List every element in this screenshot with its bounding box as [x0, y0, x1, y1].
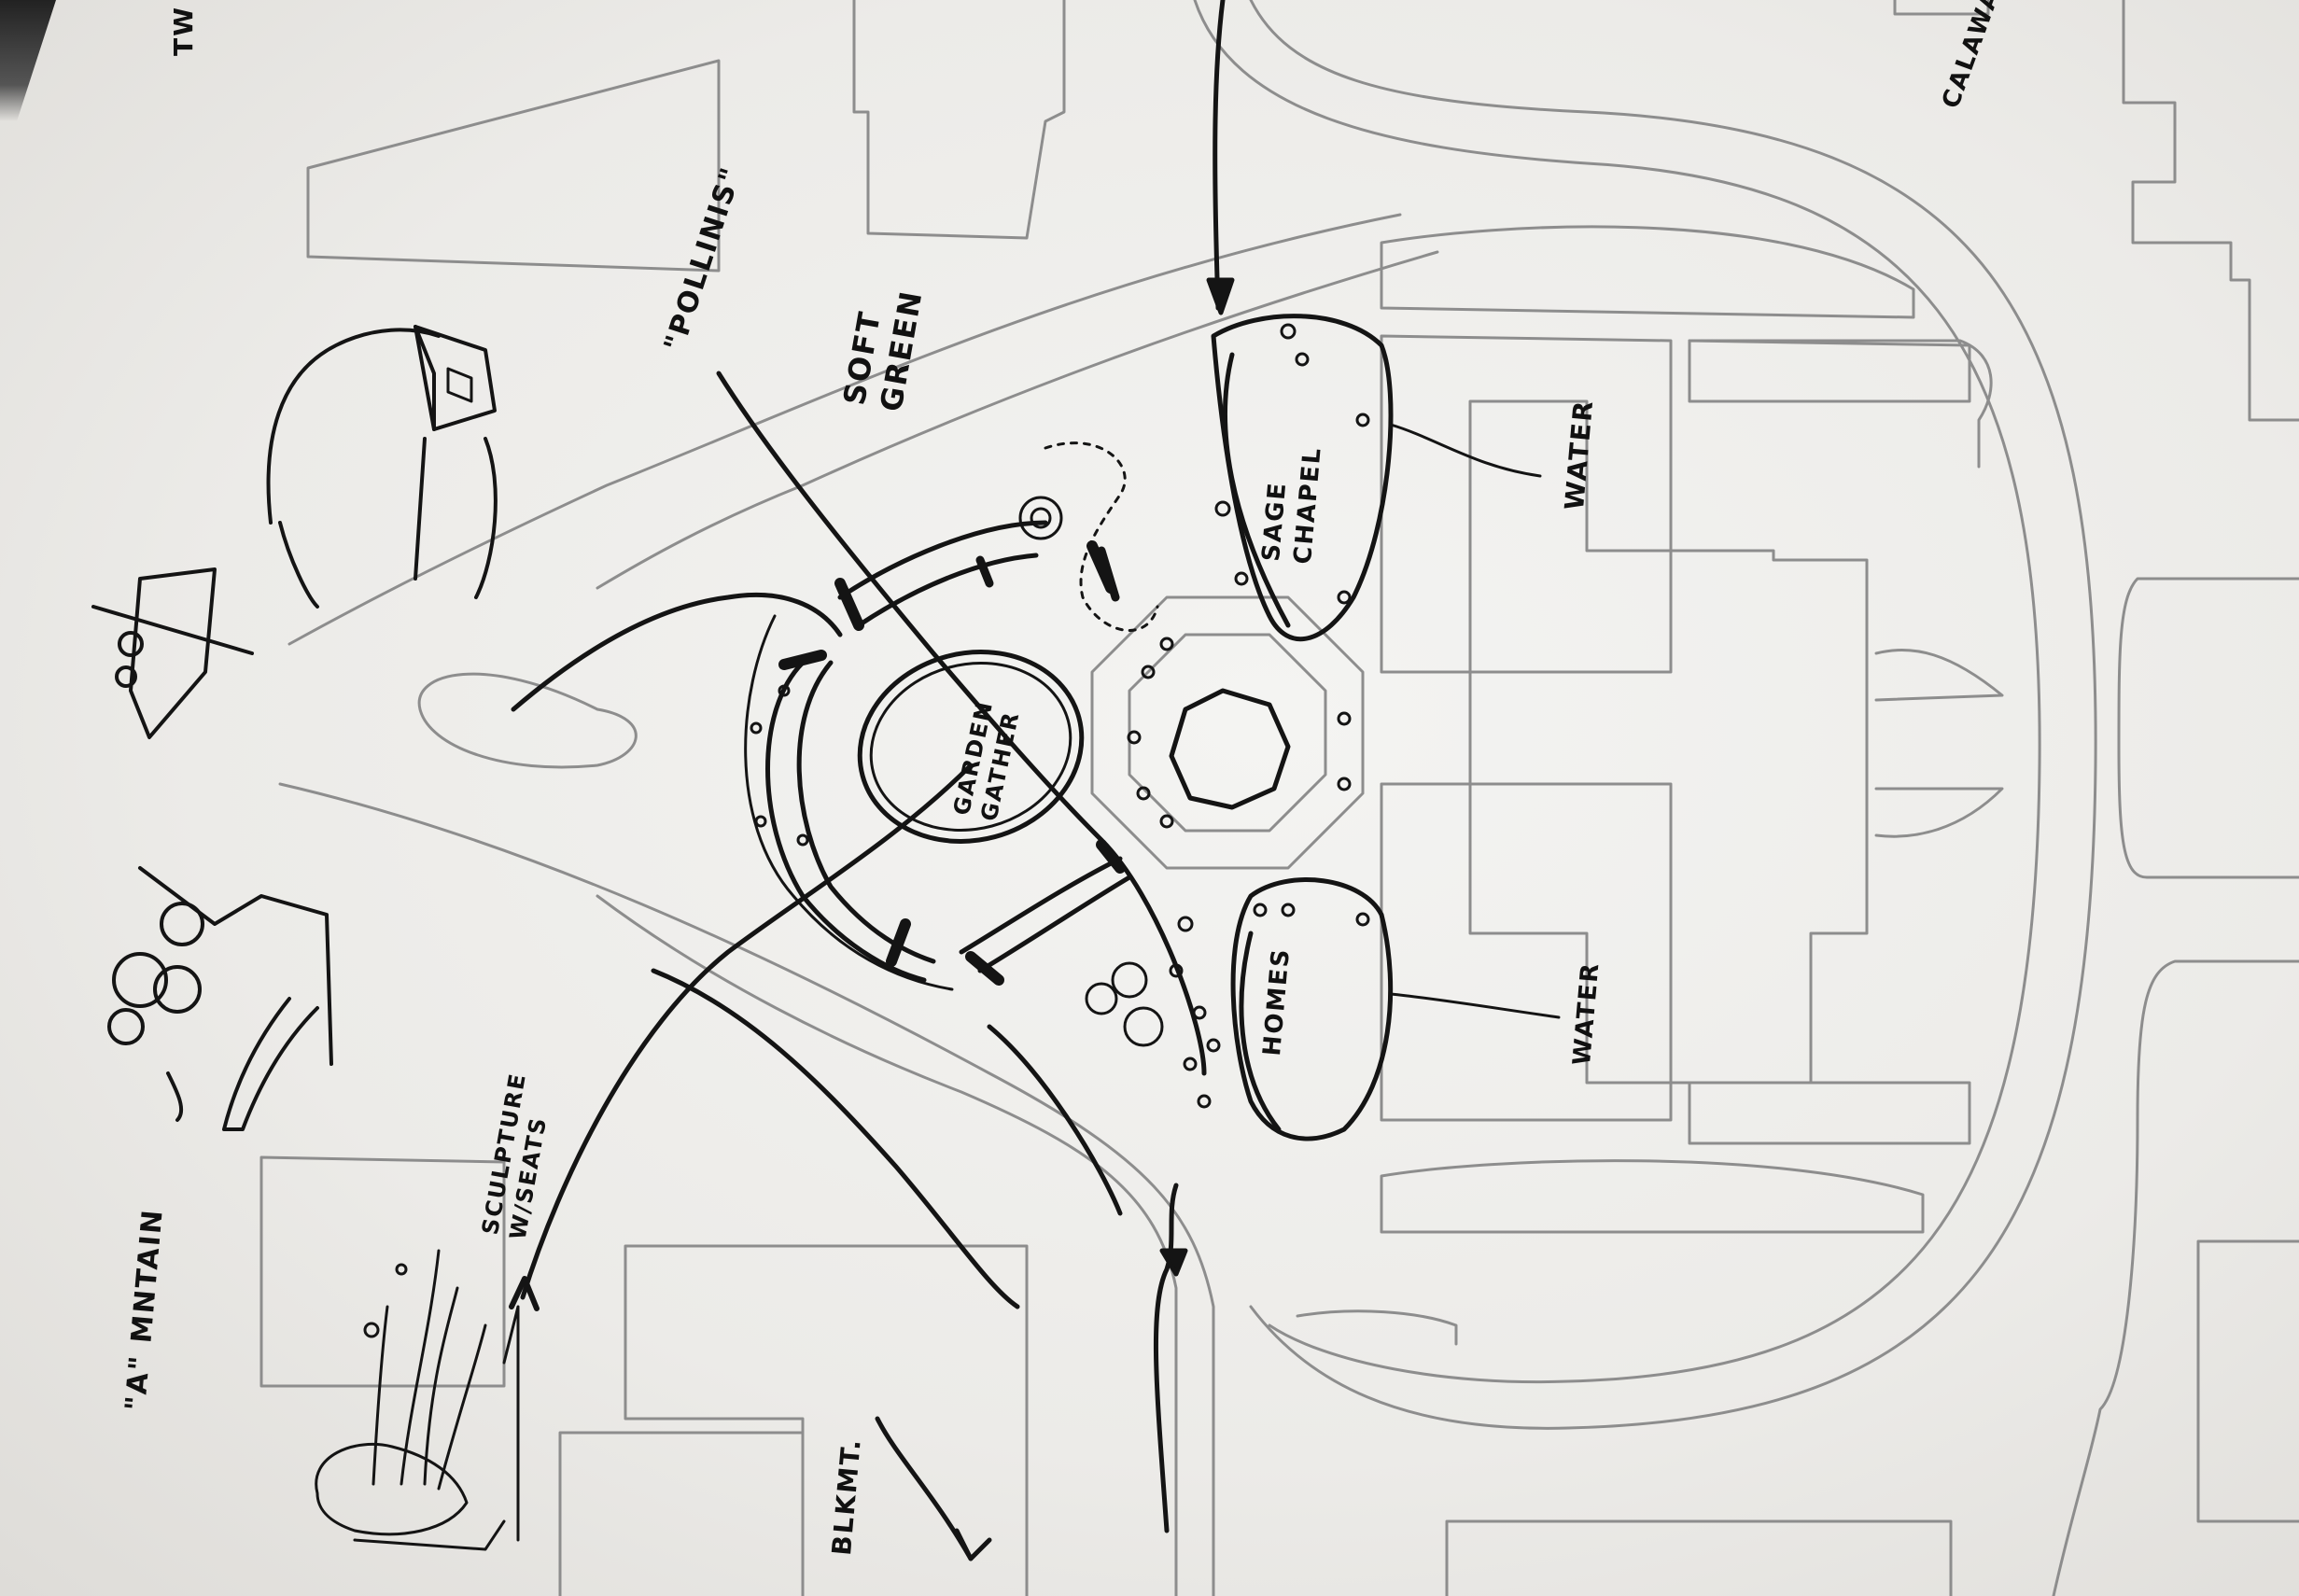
teardrop-island [417, 672, 638, 769]
vignette-bench [91, 567, 254, 739]
wall-stub-1 [834, 578, 864, 631]
loop-road-inner [1249, 0, 2097, 1430]
building-right-middle [2117, 577, 2299, 879]
label-corner-top-left: TW [168, 6, 199, 56]
arrow-water-lower [1389, 992, 1561, 1019]
wall-stub-6 [1096, 839, 1126, 874]
terrace-outer-edge [744, 614, 954, 991]
path-right-swoop [987, 1024, 1123, 1216]
plant-symbols [750, 323, 1370, 1109]
arrow-path-blkmt [875, 1416, 974, 1561]
arrow-path-bottom [1153, 1183, 1179, 1533]
parcel-right-lower [1688, 1081, 1971, 1145]
arc-wall-lower-outer [959, 856, 1123, 955]
sage-chapel-edge [1223, 352, 1291, 628]
arc-wall-lower-inner [977, 875, 1132, 973]
arrow-head-bottom [1159, 1248, 1188, 1277]
arrow-head-sculpture [509, 1276, 540, 1311]
wall-stub-2 [778, 650, 827, 670]
inner-block-top-right [1688, 339, 1993, 469]
arc-wall-outer [765, 660, 927, 983]
road-funnel-lower-outer [278, 782, 1215, 1596]
tree-marks [975, 546, 1120, 602]
arrow-head-top [1206, 277, 1235, 315]
building-top-right [1893, 0, 1990, 16]
inner-block-bottom [1380, 1159, 1925, 1234]
building-lower-left-c [558, 1431, 805, 1596]
label-sage-chapel: SAGE CHAPEL [1256, 445, 1327, 566]
parcel-left-upper [1380, 334, 1673, 674]
building-right-bottom [2196, 1239, 2299, 1523]
octagon-plaza-mid [1128, 633, 1327, 833]
loop-road-outer [1193, 0, 2041, 1384]
vignette-fountain-sculpture [315, 1249, 520, 1551]
vignette-planter-box [266, 325, 498, 609]
parcel-right-upper [1688, 339, 1971, 403]
building-right-lower [2052, 959, 2299, 1596]
octagon-plaza-outer [1090, 595, 1365, 870]
building-lower-left-b [624, 1244, 1029, 1596]
arrow-water-upper [1389, 423, 1542, 478]
path-left-swoop [511, 592, 843, 712]
garden-gathering-circle [857, 650, 1085, 844]
road-funnel-upper-outer [287, 213, 1402, 646]
pencil-base-plan [259, 0, 2299, 1596]
sage-chapel-area [1211, 314, 1394, 642]
wall-stub-4 [965, 951, 1004, 986]
wall-stub-3 [886, 918, 911, 967]
parcel-left-lower [1380, 782, 1673, 1122]
semicircle-feature-lower [1874, 787, 2004, 838]
road-funnel-upper-inner [596, 250, 1439, 590]
homes-edge [1239, 931, 1282, 1132]
arrow-head-blkmt [954, 1528, 992, 1561]
arrow-path-pollinis [716, 371, 1207, 1076]
homes-area [1230, 877, 1394, 1141]
arc-wall-upper-inner [856, 553, 1039, 628]
building-top-middle [852, 0, 1066, 240]
path-lower-curve [651, 968, 1020, 1309]
building-bottom-right [1445, 1519, 1953, 1596]
building-lower-left-a [259, 1155, 506, 1388]
path-meander [1044, 441, 1159, 632]
road-funnel-lower-inner [596, 894, 1178, 1596]
inner-block-top [1380, 225, 1915, 319]
arrow-path-top [1213, 0, 1226, 311]
vignette-tree-arc [107, 866, 333, 1131]
building-right-stepped [2122, 0, 2299, 422]
building-bottom-middle [1296, 1309, 1458, 1346]
building-top-left [306, 59, 721, 273]
octagon-fountain [1169, 688, 1291, 810]
garden-gathering-circle-2 [869, 662, 1072, 832]
arrow-path-sculpture [520, 763, 974, 1300]
semicircle-feature-upper [1874, 648, 2004, 702]
central-building [1468, 399, 1869, 1085]
ink-overlay [91, 0, 1561, 1561]
